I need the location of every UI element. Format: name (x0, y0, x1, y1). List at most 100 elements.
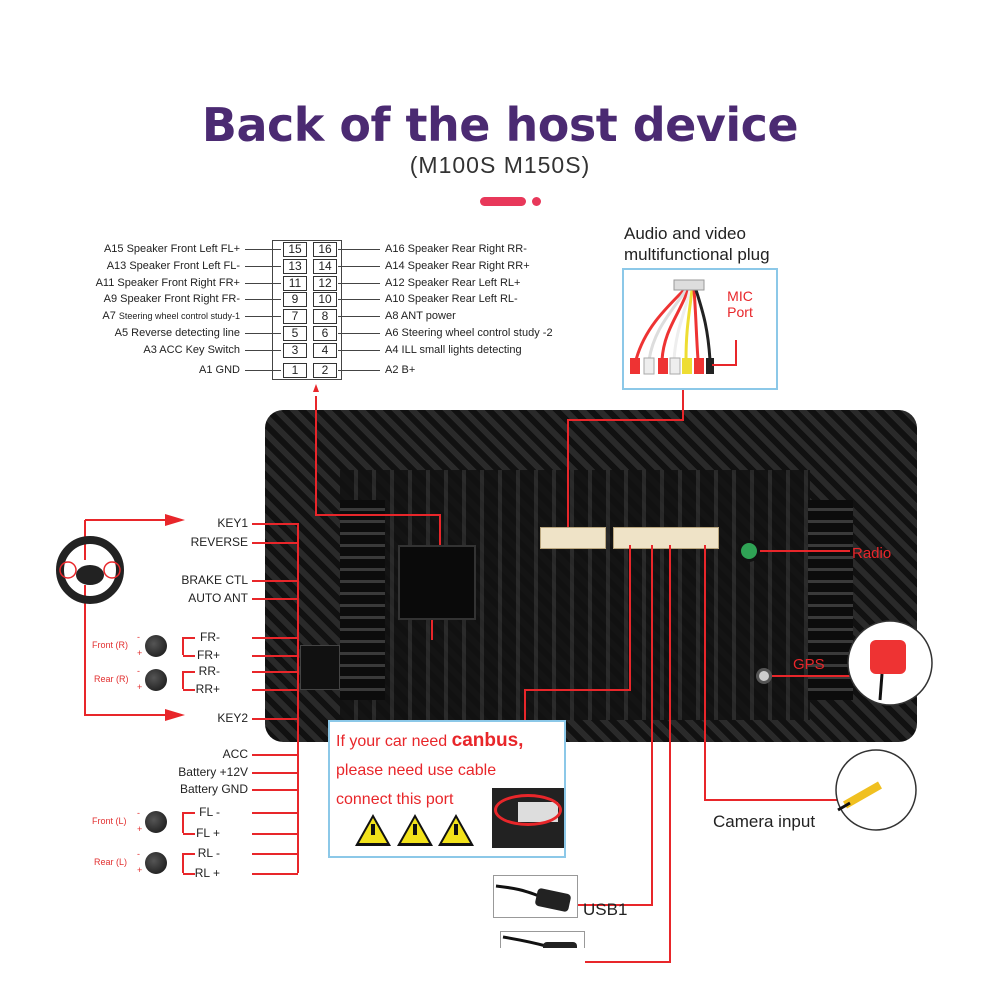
pin: 3 (283, 343, 307, 358)
wire-label: FR- (200, 630, 220, 644)
pin: 14 (313, 259, 337, 274)
decor-dash (480, 197, 526, 206)
speaker-label: Front (R) (92, 640, 128, 650)
pin: 11 (283, 276, 307, 291)
wire-label: FL + (196, 826, 220, 840)
pin-label-left: A3 ACC Key Switch (143, 344, 240, 356)
canbus-text-1: If your car need (336, 733, 452, 750)
pin: 13 (283, 259, 307, 274)
pin-label-left: A13 Speaker Front Left FL- (106, 260, 240, 272)
wire-label: RL + (194, 866, 220, 880)
av-cable-icon (630, 279, 737, 375)
wire-label: RL - (197, 846, 220, 860)
pin: 5 (283, 326, 307, 341)
radio-socket (738, 540, 760, 562)
speaker-icon (145, 811, 167, 833)
wire-label: FR+ (196, 648, 220, 662)
canbus-notice: If your car need canbus, please need use… (328, 720, 566, 858)
wire-label: BRAKE CTL (181, 573, 248, 587)
plus-sign: + (137, 865, 143, 875)
speaker-icon (145, 669, 167, 691)
heat-sink-right (808, 500, 853, 700)
pin-label-left: A15 Speaker Front Left FL+ (103, 243, 240, 255)
pin-label-right: A8 ANT power (385, 310, 456, 322)
canbus-text-bold: canbus, (451, 730, 524, 751)
pin: 1 (283, 363, 307, 378)
pin: 15 (283, 242, 307, 257)
pin: 10 (313, 292, 337, 307)
av-plug-title-line2: multifunctional plug (624, 245, 770, 264)
speaker-label: Front (L) (92, 816, 127, 826)
page-title: Back of the host device (201, 98, 799, 152)
pin-label-right: A6 Steering wheel control study -2 (385, 327, 553, 339)
canbus-usb-sockets (613, 527, 719, 549)
av-plug-image: MIC Port (622, 268, 778, 390)
pin: 4 (313, 343, 337, 358)
model-subtitle: (M100S M150S) (409, 152, 591, 178)
speaker-icon (145, 852, 167, 874)
canbus-text-3: connect this port (336, 791, 454, 808)
minus-sign: - (137, 849, 140, 859)
wire-label: RR- (198, 664, 220, 678)
wire-label: ACC (222, 747, 248, 761)
av-socket (540, 527, 606, 549)
pin: 8 (313, 309, 337, 324)
av-plug-title-line1: Audio and video (624, 224, 746, 243)
warning-icon (438, 814, 474, 846)
minus-sign: - (137, 666, 140, 676)
speaker-label: Rear (L) (94, 857, 128, 867)
decor-dot (532, 197, 541, 206)
wire-label: Battery +12V (178, 765, 248, 779)
wire-label: FL - (199, 805, 220, 819)
plus-sign: + (137, 682, 143, 692)
radio-label: Radio (852, 545, 892, 562)
camera-rca-icon (835, 749, 917, 831)
iso-socket (398, 545, 476, 620)
wire-label: REVERSE (190, 535, 248, 549)
warning-icon (397, 814, 433, 846)
plus-sign: + (137, 648, 143, 658)
usb1-label: USB1 (583, 900, 628, 919)
camera-input-label: Camera input (713, 812, 816, 831)
warning-icon (355, 814, 391, 846)
pin: 7 (283, 309, 307, 324)
pin: 2 (313, 363, 337, 378)
pin: 16 (313, 242, 337, 257)
pin-label-left: A5 Reverse detecting line (114, 327, 240, 339)
av-plug-title: Audio and video multifunctional plug (624, 223, 770, 265)
speaker-label: Rear (R) (94, 674, 129, 684)
wire-label: KEY1 (217, 516, 248, 530)
heat-sink-left (340, 500, 385, 700)
pin-label-left: A9 Speaker Front Right FR- (103, 293, 240, 305)
mic-port-label: MIC Port (727, 288, 753, 320)
plus-sign: + (137, 824, 143, 834)
gps-antenna-icon (847, 620, 933, 706)
pin: 6 (313, 326, 337, 341)
wire-harness-plug (300, 645, 340, 690)
minus-sign: - (137, 632, 140, 642)
pin-label-right: A14 Speaker Rear Right RR+ (385, 260, 530, 272)
usb2-cable-image (500, 931, 585, 948)
canbus-port-photo (492, 788, 564, 848)
minus-sign: - (137, 808, 140, 818)
pin-label-left: A11 Speaker Front Right FR+ (95, 277, 240, 289)
pin-label-right: A4 ILL small lights detecting (385, 344, 522, 356)
wire-label: AUTO ANT (188, 591, 248, 605)
pin-label-right: A16 Speaker Rear Right RR- (385, 243, 527, 255)
pin-label-left: A1 GND (199, 364, 240, 376)
steering-wheel-icon (56, 536, 124, 604)
canbus-text-2: please need use cable (336, 762, 497, 779)
pin: 12 (313, 276, 337, 291)
wire-label: RR+ (195, 682, 220, 696)
wire-label: Battery GND (179, 782, 248, 796)
pin-label-right: A12 Speaker Rear Left RL+ (385, 277, 521, 289)
pin-label-left: A7 Steering wheel control study-1 (102, 310, 240, 322)
gps-label: GPS (793, 656, 825, 673)
gps-socket (756, 668, 772, 684)
usb1-cable-image (493, 875, 578, 918)
pin-label-right: A10 Speaker Rear Left RL- (385, 293, 518, 305)
speaker-icon (145, 635, 167, 657)
pin: 9 (283, 292, 307, 307)
pin-label-right: A2 B+ (385, 364, 416, 376)
wire-label: KEY2 (217, 711, 248, 725)
